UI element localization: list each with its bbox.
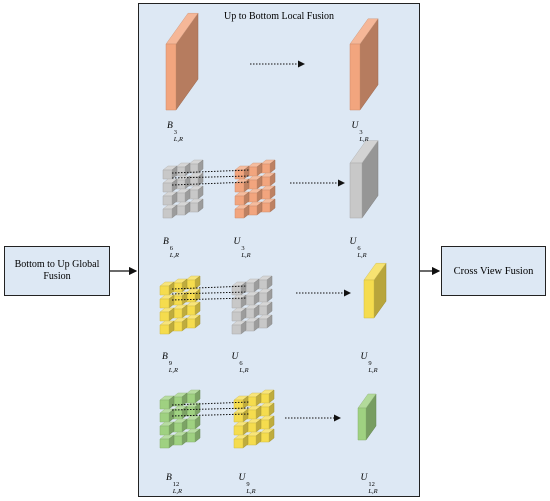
link-row3-b (171, 291, 248, 295)
link-row3-a (171, 285, 248, 290)
link-row4-b (171, 407, 250, 411)
link-row4-a (171, 401, 250, 406)
link-row3-c (171, 297, 248, 301)
plate-u3-out (349, 18, 379, 111)
link-row4-c (171, 413, 250, 417)
global-fusion-box: Bottom to Up Global Fusion (4, 246, 110, 296)
grid-u6 (231, 275, 273, 335)
plate-u9-out (363, 262, 387, 319)
link-row2-a (171, 169, 251, 174)
link-row2-b (171, 175, 251, 179)
grid-u3 (234, 159, 276, 219)
plate-u6-out (349, 139, 379, 219)
grid-b6 (162, 159, 204, 219)
panel-title: Up to Bottom Local Fusion (224, 11, 334, 22)
grid-b9 (159, 275, 201, 335)
plate-b3 (165, 12, 199, 111)
grid-u9 (233, 389, 275, 449)
grid-b12 (159, 389, 201, 449)
cross-view-fusion-box: Cross View Fusion (441, 246, 546, 296)
plate-u12-out (357, 393, 377, 441)
link-row2-c (171, 181, 251, 186)
